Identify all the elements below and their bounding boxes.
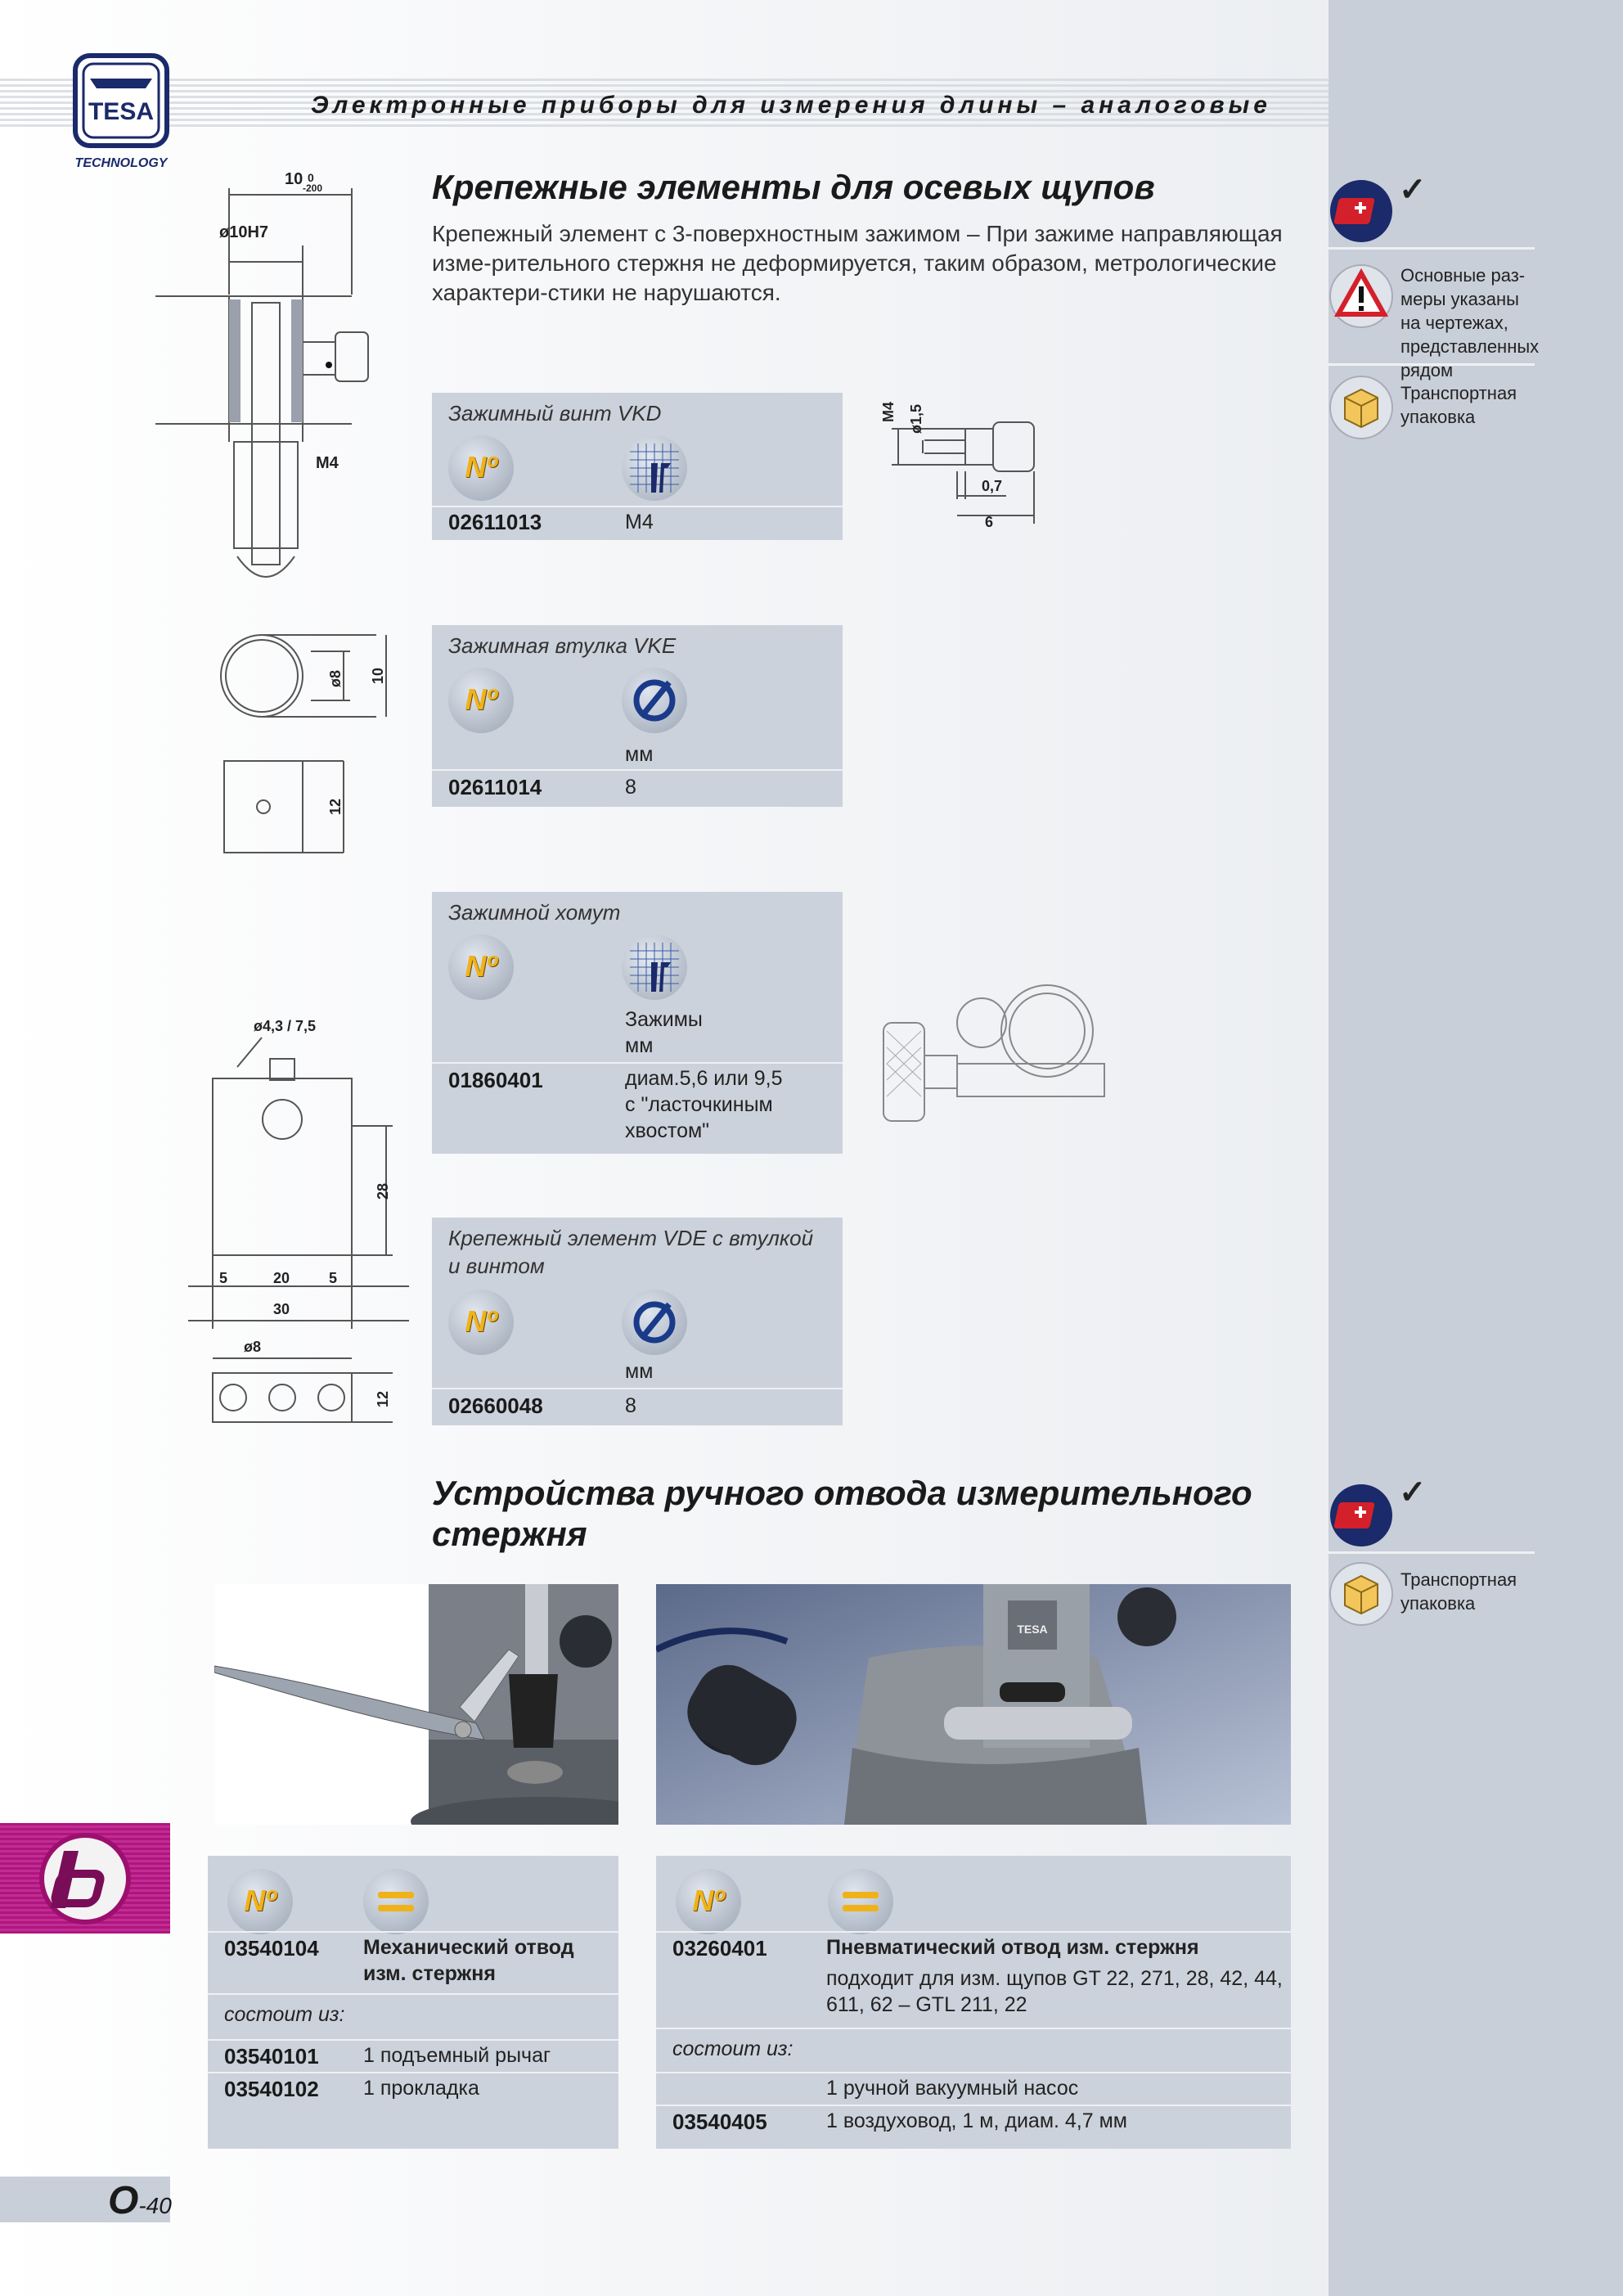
dim-w1: 5 bbox=[219, 1270, 227, 1286]
dim-h: 28 bbox=[375, 1183, 391, 1200]
check-mark: ✓ bbox=[1399, 172, 1427, 208]
box-title: Зажимный винт VKD bbox=[448, 401, 662, 425]
photo-pneumatic-retraction: TESA bbox=[656, 1584, 1291, 1825]
drawing-sleeve: ø8 10 12 bbox=[220, 634, 387, 853]
swiss-made-icon bbox=[1329, 1483, 1394, 1548]
svg-text:TECHNOLOGY: TECHNOLOGY bbox=[75, 156, 169, 170]
dim-thread: M4 bbox=[316, 454, 339, 472]
dim-m: M4 bbox=[880, 402, 897, 422]
consists-label: состоит из: bbox=[672, 2037, 794, 2060]
page-header-title: Электронные приборы для измерения длины … bbox=[311, 92, 1271, 119]
sub-code: 03540101 bbox=[224, 2044, 319, 2069]
svg-text:TESA: TESA bbox=[88, 98, 154, 125]
dim-total: 30 bbox=[273, 1301, 290, 1317]
sub-code: 03540102 bbox=[224, 2077, 319, 2101]
dim-d: ø1,5 bbox=[908, 404, 924, 434]
warning-icon bbox=[1329, 263, 1394, 329]
description-icon bbox=[828, 1869, 893, 1934]
main-code: 03260401 bbox=[672, 1936, 767, 1961]
diameter-icon bbox=[622, 668, 687, 733]
swiss-made-icon bbox=[1329, 178, 1394, 244]
product-box-vke: Зажимная втулка VKE Nº мм 02611014 8 bbox=[432, 625, 843, 807]
product-box-vkd: Зажимный винт VKD Nº 02611013 M4 bbox=[432, 393, 843, 540]
diameter-icon bbox=[622, 1290, 687, 1355]
article-number-icon: Nº bbox=[448, 934, 514, 1000]
chapter-tab bbox=[0, 1823, 170, 1934]
packaging-icon bbox=[1329, 1561, 1394, 1627]
dim-w2: 20 bbox=[273, 1270, 290, 1286]
product-box-clamp: Зажимной хомут Nº Зажимы мм 01860401 диа… bbox=[432, 892, 843, 1154]
dim-top: 10 bbox=[285, 170, 303, 188]
dim-length: 12 bbox=[327, 799, 344, 815]
thread-value: M4 bbox=[625, 511, 654, 533]
dim-bore: ø10H7 bbox=[219, 223, 268, 241]
dim-w3: 5 bbox=[329, 1270, 337, 1286]
check-mark: ✓ bbox=[1399, 1474, 1427, 1510]
dim-dia: ø8 bbox=[327, 670, 344, 687]
box-title: Крепежный элемент VDE с втулкой и винтом bbox=[448, 1226, 814, 1278]
box-title: Зажимной хомут bbox=[448, 900, 621, 925]
packaging-text: Транспортная упаковка bbox=[1400, 1569, 1517, 1614]
product-box-vde: Крепежный элемент VDE с втулкой и винтом… bbox=[432, 1218, 843, 1425]
warning-text: Основные раз- меры указаны на чертежах, … bbox=[1400, 265, 1540, 380]
diameter-value: 8 bbox=[625, 776, 636, 799]
unit-label: мм bbox=[625, 1360, 654, 1383]
dim-tolerance: 0 bbox=[308, 171, 314, 184]
article-code: 02611014 bbox=[448, 775, 542, 799]
article-code: 01860401 bbox=[448, 1068, 543, 1092]
sub-description: 1 прокладка bbox=[363, 2077, 479, 2100]
compatibility-note: подходит для изм. щупов GT 22, 271, 28, … bbox=[826, 1967, 1283, 2016]
svg-text:-200: -200 bbox=[303, 182, 322, 194]
header-stripes bbox=[0, 79, 1329, 128]
packaging-text: Транспортная упаковка bbox=[1400, 383, 1517, 427]
unit-label: мм bbox=[625, 743, 654, 766]
table-pneumatic: Nº 03260401 Пневматический отвод изм. ст… bbox=[656, 1856, 1291, 2149]
diameter-value: 8 bbox=[625, 1394, 636, 1417]
sub-code: 03540405 bbox=[672, 2109, 767, 2134]
dim-height: 10 bbox=[370, 668, 386, 684]
article-code: 02611013 bbox=[448, 510, 542, 534]
drawing-clamp bbox=[883, 984, 1105, 1122]
section-intro: Крепежный элемент с 3-поверхностным зажи… bbox=[432, 221, 1283, 305]
tesa-logo: TESA TECHNOLOGY bbox=[72, 52, 170, 170]
article-number-icon: Nº bbox=[448, 1290, 514, 1355]
photo-logo-text: TESA bbox=[1017, 1623, 1047, 1636]
photo-mechanical-retraction bbox=[214, 1584, 618, 1825]
drawing-probe-holder: 10 0 -200 ø10H7 M4 bbox=[155, 170, 369, 578]
drawing-screw: M4 ø1,5 0,7 6 bbox=[880, 402, 1035, 530]
clamp-value: диам.5,6 или 9,5 с "ласточкиным хвостом" bbox=[625, 1067, 783, 1142]
dim-hole: ø8 bbox=[244, 1339, 261, 1355]
sub-description: 1 воздуховод, 1 м, диам. 4,7 мм bbox=[826, 2109, 1127, 2132]
description-icon bbox=[363, 1869, 429, 1934]
article-number-icon: Nº bbox=[227, 1869, 293, 1934]
sub-description: 1 ручной вакуумный насос bbox=[826, 2077, 1079, 2100]
sub-description: 1 подъемный рычаг bbox=[363, 2044, 551, 2067]
article-code: 02660048 bbox=[448, 1393, 543, 1418]
page-number: O-40 bbox=[108, 2179, 172, 2222]
main-description: Механический отвод изм. стержня bbox=[363, 1936, 574, 1985]
drawing-vde-element: ø4,3 / 7,5 28 5 20 5 30 ø8 12 bbox=[188, 1018, 409, 1423]
section-title-fasteners: Крепежные элементы для осевых щупов bbox=[432, 168, 1155, 206]
article-number-icon: Nº bbox=[448, 668, 514, 733]
section-title-retraction: Устройства ручного отвода измерительного… bbox=[432, 1474, 1252, 1553]
consists-label: состоит из: bbox=[224, 2003, 345, 2026]
page-number-tab bbox=[0, 2177, 170, 2222]
clamp-gauge-icon bbox=[622, 934, 687, 1000]
packaging-icon bbox=[1329, 375, 1394, 440]
dim-bore: ø4,3 / 7,5 bbox=[254, 1018, 316, 1034]
dim-a: 0,7 bbox=[982, 478, 1002, 494]
box-title: Зажимная втулка VKE bbox=[448, 633, 677, 658]
dim-b: 6 bbox=[985, 514, 993, 530]
table-mechanical: Nº 03540104 Механический отвод изм. стер… bbox=[208, 1856, 618, 2149]
main-description: Пневматический отвод изм. стержня bbox=[826, 1936, 1199, 1959]
article-number-icon: Nº bbox=[676, 1869, 741, 1934]
dim-h2: 12 bbox=[375, 1391, 391, 1407]
thread-gauge-icon bbox=[622, 435, 687, 501]
article-number-icon: Nº bbox=[448, 435, 514, 501]
unit-label: Зажимы мм bbox=[625, 1008, 703, 1057]
main-code: 03540104 bbox=[224, 1936, 319, 1961]
